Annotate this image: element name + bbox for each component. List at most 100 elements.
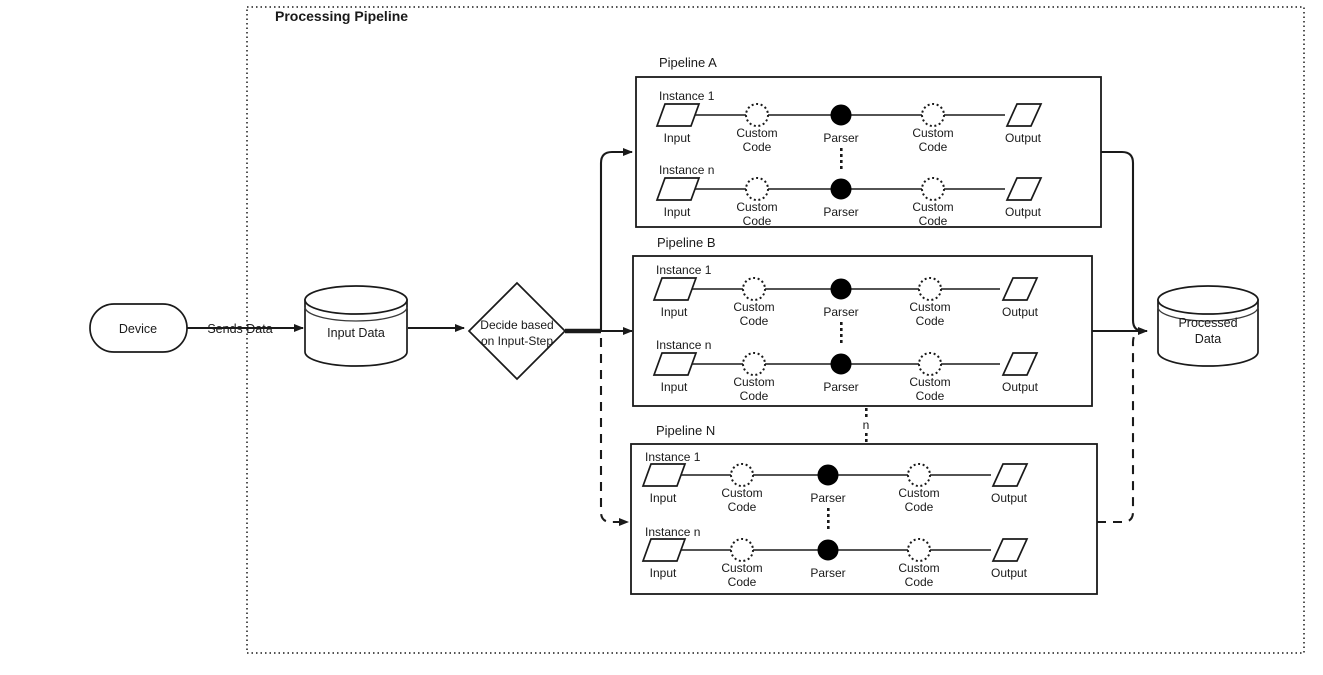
parser-label: Parser: [810, 566, 845, 580]
connector-branch-pipeline-n: [599, 338, 629, 526]
instance-title: Instance 1: [656, 263, 712, 277]
instance-row: [641, 538, 1029, 562]
output-node[interactable]: [1001, 352, 1039, 376]
parser-node[interactable]: [817, 464, 839, 486]
pipeline-b-title: Pipeline B: [657, 235, 716, 250]
input-node[interactable]: [641, 538, 687, 562]
output-label: Output: [1005, 131, 1042, 145]
instance-ellipsis: [840, 322, 843, 343]
input-node[interactable]: [652, 277, 698, 301]
custom-code-label-line2: Code: [916, 314, 945, 328]
custom-code-node[interactable]: [918, 277, 942, 301]
input-node[interactable]: [641, 463, 687, 487]
custom-code-label-line2: Code: [919, 140, 948, 154]
parser-node[interactable]: [830, 178, 852, 200]
input-data-store[interactable]: [304, 285, 408, 367]
instance-row: [655, 103, 1043, 127]
custom-code-label-line1: Custom: [736, 126, 777, 140]
custom-code-label-line1: Custom: [912, 200, 953, 214]
custom-code-node[interactable]: [921, 177, 945, 201]
pipeline-n-title: Pipeline N: [656, 423, 715, 438]
custom-code-label-line1: Custom: [898, 486, 939, 500]
output-node[interactable]: [1001, 277, 1039, 301]
custom-code-label-line1: Custom: [733, 375, 774, 389]
output-label: Output: [1005, 205, 1042, 219]
parser-label: Parser: [823, 131, 858, 145]
output-node[interactable]: [991, 538, 1029, 562]
custom-code-label-line1: Custom: [909, 300, 950, 314]
output-node[interactable]: [1005, 103, 1043, 127]
parser-label: Parser: [823, 305, 858, 319]
input-data-label: Input Data: [327, 326, 385, 340]
custom-code-node[interactable]: [907, 538, 931, 562]
custom-code-node[interactable]: [742, 352, 766, 376]
custom-code-label-line1: Custom: [912, 126, 953, 140]
decision-label-line1: Decide based: [480, 318, 553, 332]
custom-code-label-line2: Code: [743, 140, 772, 154]
parser-label: Parser: [810, 491, 845, 505]
connector-branch-pipeline-a: [599, 148, 633, 331]
custom-code-label-line2: Code: [905, 575, 934, 589]
input-node[interactable]: [652, 352, 698, 376]
custom-code-node[interactable]: [742, 277, 766, 301]
processing-pipeline-container: [246, 6, 1305, 654]
custom-code-node[interactable]: [730, 538, 754, 562]
parser-node[interactable]: [830, 278, 852, 300]
instance-row: [652, 277, 1039, 301]
parser-label: Parser: [823, 205, 858, 219]
custom-code-node[interactable]: [921, 103, 945, 127]
parser-node[interactable]: [817, 539, 839, 561]
custom-code-label-line2: Code: [740, 389, 769, 403]
custom-code-label-line2: Code: [919, 214, 948, 228]
input-label: Input: [664, 131, 691, 145]
custom-code-label-line2: Code: [743, 214, 772, 228]
pipeline-a-title: Pipeline A: [659, 55, 717, 70]
input-label: Input: [650, 566, 677, 580]
custom-code-label-line1: Custom: [721, 561, 762, 575]
instance-title: Instance 1: [645, 450, 701, 464]
custom-code-node[interactable]: [907, 463, 931, 487]
instance-row: [641, 463, 1029, 487]
custom-code-label-line1: Custom: [909, 375, 950, 389]
processed-data-label-line1: Processed: [1178, 316, 1237, 330]
custom-code-label-line2: Code: [728, 500, 757, 514]
decision-diamond[interactable]: [467, 281, 567, 381]
processed-data-store[interactable]: [1157, 285, 1259, 367]
custom-code-label-line1: Custom: [733, 300, 774, 314]
custom-code-node[interactable]: [918, 352, 942, 376]
custom-code-label-line2: Code: [728, 575, 757, 589]
decision-label-line2: on Input-Step: [481, 334, 553, 348]
instance-title: Instance n: [645, 525, 700, 539]
output-label: Output: [991, 566, 1028, 580]
output-label: Output: [1002, 380, 1039, 394]
custom-code-label-line1: Custom: [721, 486, 762, 500]
instance-ellipsis: [840, 148, 843, 169]
custom-code-node[interactable]: [745, 103, 769, 127]
pipeline-group-count-label: n: [863, 418, 870, 432]
custom-code-label-line2: Code: [740, 314, 769, 328]
input-label: Input: [664, 205, 691, 219]
instance-title: Instance n: [659, 163, 714, 177]
pipeline-a-box[interactable]: [635, 76, 1102, 228]
instance-title: Instance n: [656, 338, 711, 352]
output-node[interactable]: [1005, 177, 1043, 201]
output-label: Output: [1002, 305, 1039, 319]
input-label: Input: [650, 491, 677, 505]
input-node[interactable]: [655, 177, 701, 201]
instance-row: [655, 177, 1043, 201]
custom-code-node[interactable]: [730, 463, 754, 487]
parser-node[interactable]: [830, 104, 852, 126]
custom-code-node[interactable]: [745, 177, 769, 201]
parser-label: Parser: [823, 380, 858, 394]
custom-code-label-line2: Code: [916, 389, 945, 403]
pipeline-group-ellipsis: [865, 408, 868, 442]
processed-data-label-line2: Data: [1195, 332, 1221, 346]
output-node[interactable]: [991, 463, 1029, 487]
instance-title: Instance 1: [659, 89, 715, 103]
input-node[interactable]: [655, 103, 701, 127]
parser-node[interactable]: [830, 353, 852, 375]
instance-row: [652, 352, 1039, 376]
page-title: Processing Pipeline: [275, 8, 408, 24]
custom-code-label-line2: Code: [905, 500, 934, 514]
